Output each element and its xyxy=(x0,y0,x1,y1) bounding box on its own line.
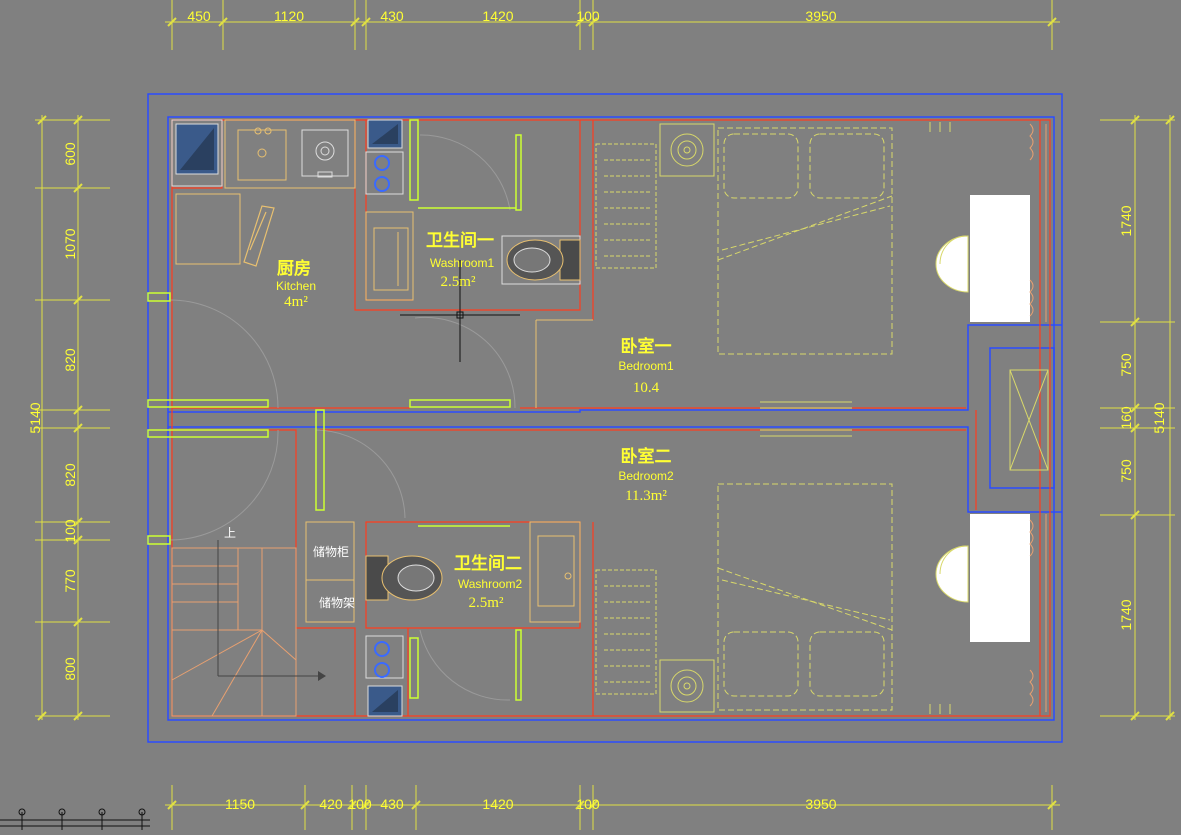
kitchen-label-cn: 厨房 xyxy=(277,258,311,278)
walls xyxy=(171,119,1051,717)
bedroom2-curtain xyxy=(1029,514,1047,712)
washroom2-label-en: Washroom2 xyxy=(458,577,523,591)
stair-arrow-icon xyxy=(318,671,326,681)
door-leaves xyxy=(147,119,522,701)
dim-left-4: 820 xyxy=(62,463,78,487)
dim-left-3: 820 xyxy=(62,348,78,372)
fridge-icon xyxy=(175,123,219,175)
dim-right-total: 5140 xyxy=(1151,402,1167,433)
dim-left-2: 1070 xyxy=(62,228,78,259)
bedroom2-radiator xyxy=(595,569,657,695)
bedroom1-entry-frame xyxy=(535,319,593,408)
bedroom2-bed xyxy=(717,483,893,711)
washroom1-toilet xyxy=(506,239,581,281)
outer-outline xyxy=(147,93,1063,743)
dim-top-3: 430 xyxy=(380,8,404,24)
dim-right-1: 1740 xyxy=(1118,205,1134,236)
dimension-lines xyxy=(35,0,1175,830)
dim-top-4: 1420 xyxy=(482,8,513,24)
dim-left-5: 100 xyxy=(62,519,78,543)
dim-right-4: 750 xyxy=(1118,459,1134,483)
kitchen-fixtures xyxy=(171,119,356,265)
washroom2-fixtures xyxy=(305,521,581,679)
bedroom1-radiator xyxy=(595,143,657,269)
bedroom2-desk xyxy=(935,514,1030,642)
bedroom1-desk xyxy=(935,195,1030,322)
storage-rack-label: 储物架 xyxy=(319,595,355,610)
dim-top-5: 100 xyxy=(576,8,600,24)
washroom1-area: 2.5m² xyxy=(441,274,476,290)
kitchen-side-unit xyxy=(243,205,275,267)
kitchen-label-en: Kitchen xyxy=(276,279,316,293)
bedroom1-label-en: Bedroom1 xyxy=(618,359,674,373)
closet-unit xyxy=(1009,369,1049,471)
bedroom2-label-cn: 卧室二 xyxy=(621,446,672,466)
bedroom1-bed xyxy=(717,127,893,355)
storage-cabinet-label: 储物柜 xyxy=(313,544,349,559)
cad-crosshair-icon xyxy=(400,260,520,362)
washroom2-toilet xyxy=(365,555,443,601)
bedroom1-curtain xyxy=(1029,123,1047,322)
dim-left-total: 5140 xyxy=(27,402,43,433)
bedroom1-label-cn: 卧室一 xyxy=(621,336,672,356)
dim-right-2: 750 xyxy=(1118,353,1134,377)
bedroom2-label-en: Bedroom2 xyxy=(618,469,674,483)
dim-left-7: 800 xyxy=(62,657,78,681)
washroom2-label-cn: 卫生间二 xyxy=(454,553,522,573)
bedroom1-area: 10.4 xyxy=(633,380,660,396)
dim-left-1: 600 xyxy=(62,142,78,166)
bedroom1-nightstand xyxy=(659,123,715,177)
dim-bottom-4: 430 xyxy=(380,796,404,812)
washroom2-area: 2.5m² xyxy=(469,595,504,611)
staircase xyxy=(171,540,318,717)
dim-bottom-5: 1420 xyxy=(482,796,513,812)
washroom1-cabinet-icon xyxy=(367,119,403,149)
dimension-ticks xyxy=(37,17,1175,810)
dim-bottom-1: 1150 xyxy=(225,796,255,812)
dim-top-6: 3950 xyxy=(805,8,836,24)
dim-bottom-6: 100 xyxy=(576,796,600,812)
dim-top-2: 1120 xyxy=(274,8,304,24)
bedroom2-area: 11.3m² xyxy=(625,488,667,504)
washroom1-label-en: Washroom1 xyxy=(430,256,495,270)
kitchen-area: 4m² xyxy=(284,294,308,310)
stair-up-label: 上 xyxy=(224,526,236,540)
bedroom2-nightstand xyxy=(659,659,715,713)
scale-bar xyxy=(0,808,150,830)
dim-right-5: 1740 xyxy=(1118,599,1134,630)
dim-bottom-3: 100 xyxy=(348,796,372,812)
dim-left-6: 770 xyxy=(62,569,78,593)
dim-bottom-2: 420 xyxy=(319,796,343,812)
washroom2-cabinet-icon xyxy=(367,685,403,717)
washroom1-label-cn: 卫生间一 xyxy=(426,230,494,250)
door-swings xyxy=(169,134,516,701)
bedroom1-window-vent xyxy=(760,122,951,409)
dim-top-1: 450 xyxy=(187,8,211,24)
bedroom2-window-vent xyxy=(760,429,951,714)
dim-bottom-7: 3950 xyxy=(805,796,836,812)
dim-right-3: 160 xyxy=(1118,406,1134,430)
